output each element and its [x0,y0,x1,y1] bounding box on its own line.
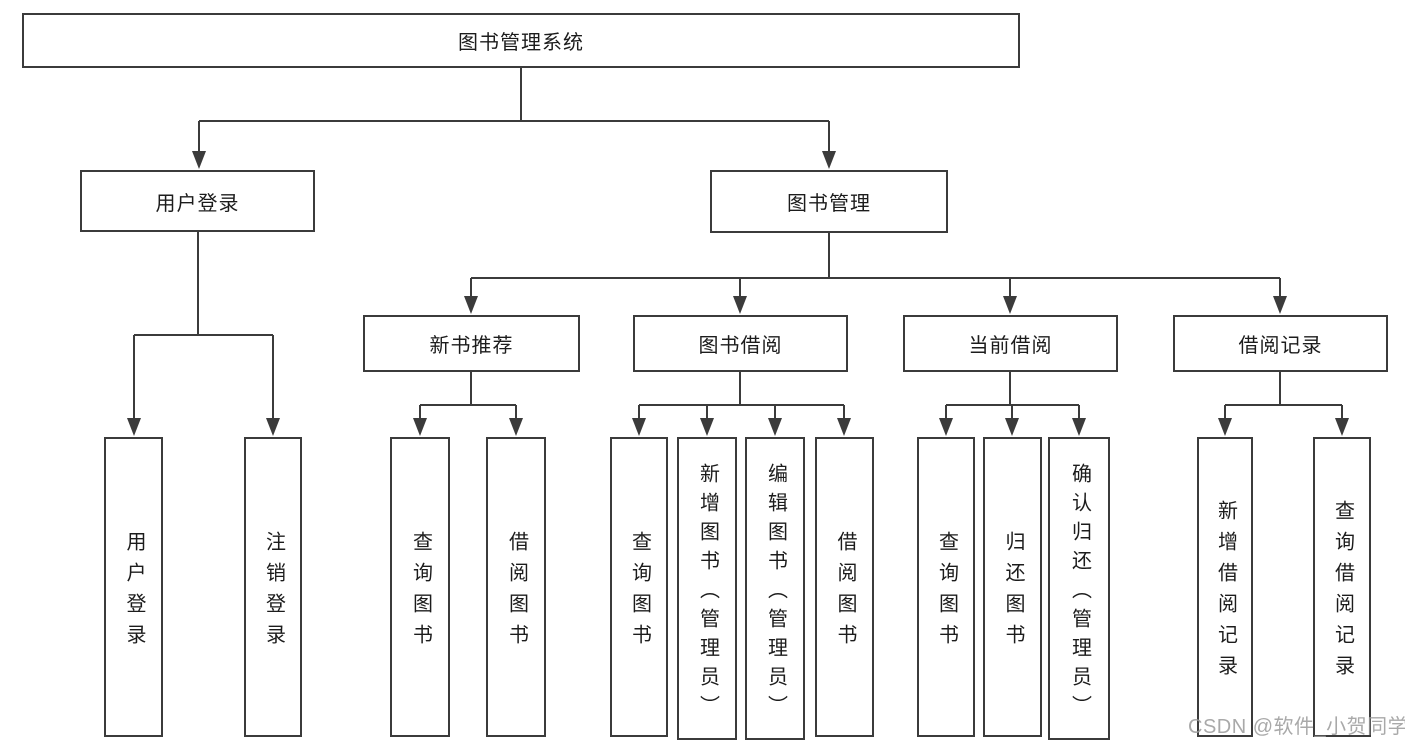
arrowheads [127,151,1349,436]
node-borrowing-records: 借阅记录 [1173,315,1388,372]
leaf-cb-query-books-label: 查询图书 [935,530,958,655]
arrowhead [1273,296,1287,314]
leaf-bb-borrow-books-label: 借阅图书 [834,530,856,655]
connector-newbookrec-bus [419,404,517,420]
arrowhead [939,418,953,436]
connector-borrowrecords-bus [1224,404,1343,420]
leaf-cb-return-books-label: 归还图书 [1002,530,1024,655]
arrowhead [822,151,836,169]
arrowhead [464,296,478,314]
node-book-management: 图书管理 [710,170,948,233]
node-book-management-label: 图书管理 [787,193,871,215]
leaf-rec-borrow-books-label: 借阅图书 [505,530,528,655]
leaf-cb-return-books: 归还图书 [983,437,1042,737]
leaf-bb-add-books-admin-label: 新增图书（管理员） [696,462,719,724]
connector-userlogin-to-leaves [133,232,274,420]
arrowhead [632,418,646,436]
leaf-br-query-record: 查询借阅记录 [1313,437,1371,737]
leaf-br-add-record-label: 新增借阅记录 [1214,499,1237,686]
leaf-bb-edit-books-admin: 编辑图书（管理员） [745,437,805,740]
leaf-user-login-label: 用户登录 [123,530,145,655]
arrowhead [1218,418,1232,436]
arrowhead [1003,296,1017,314]
leaf-bb-query-books-label: 查询图书 [628,530,651,655]
arrowhead [700,418,714,436]
leaf-bb-add-books-admin: 新增图书（管理员） [677,437,737,740]
arrowhead [1335,418,1349,436]
node-root: 图书管理系统 [22,13,1020,68]
leaf-bb-borrow-books: 借阅图书 [815,437,874,737]
node-current-borrowing-label: 当前借阅 [968,335,1053,357]
leaf-br-query-record-label: 查询借阅记录 [1331,499,1354,686]
arrowhead [266,418,280,436]
arrowhead [733,296,747,314]
connector-currentborrow-bus [945,404,1080,420]
node-book-borrowing-label: 图书借阅 [698,335,783,357]
connector-lines [133,68,1343,420]
leaf-cb-confirm-return-admin-label: 确认归还（管理员） [1068,462,1091,724]
node-borrowing-records-label: 借阅记录 [1238,335,1323,357]
leaf-rec-borrow-books: 借阅图书 [486,437,546,737]
node-current-borrowing: 当前借阅 [903,315,1118,372]
connector-bookborrow-bus [638,404,845,420]
arrowhead [768,418,782,436]
arrowhead [1072,418,1086,436]
arrowhead [127,418,141,436]
leaf-cb-query-books: 查询图书 [917,437,975,737]
leaf-cb-confirm-return-admin: 确认归还（管理员） [1048,437,1110,740]
csdn-watermark: CSDN @软件_小贺同学 [1188,716,1405,738]
node-new-book-recommend-label: 新书推荐 [429,335,514,357]
connector-bookmgmt-to-level3 [470,233,1281,298]
leaf-br-add-record: 新增借阅记录 [1197,437,1253,737]
node-new-book-recommend: 新书推荐 [363,315,580,372]
leaf-bb-query-books: 查询图书 [610,437,668,737]
connector-root-to-level2 [198,68,830,153]
leaf-rec-query-books: 查询图书 [390,437,450,737]
node-user-login-label: 用户登录 [155,192,240,215]
node-book-borrowing: 图书借阅 [633,315,848,372]
leaf-user-login: 用户登录 [104,437,163,737]
arrowhead [837,418,851,436]
node-user-login: 用户登录 [80,170,315,232]
arrowhead [509,418,523,436]
node-root-label: 图书管理系统 [458,32,584,54]
leaf-bb-edit-books-admin-label: 编辑图书（管理员） [764,462,787,724]
arrowhead [192,151,206,169]
leaf-logout-label: 注销登录 [262,530,285,655]
arrowhead [1005,418,1019,436]
arrowhead [413,418,427,436]
leaf-logout: 注销登录 [244,437,302,737]
leaf-rec-query-books-label: 查询图书 [409,530,432,655]
connector-level3-stubs [470,372,1281,405]
